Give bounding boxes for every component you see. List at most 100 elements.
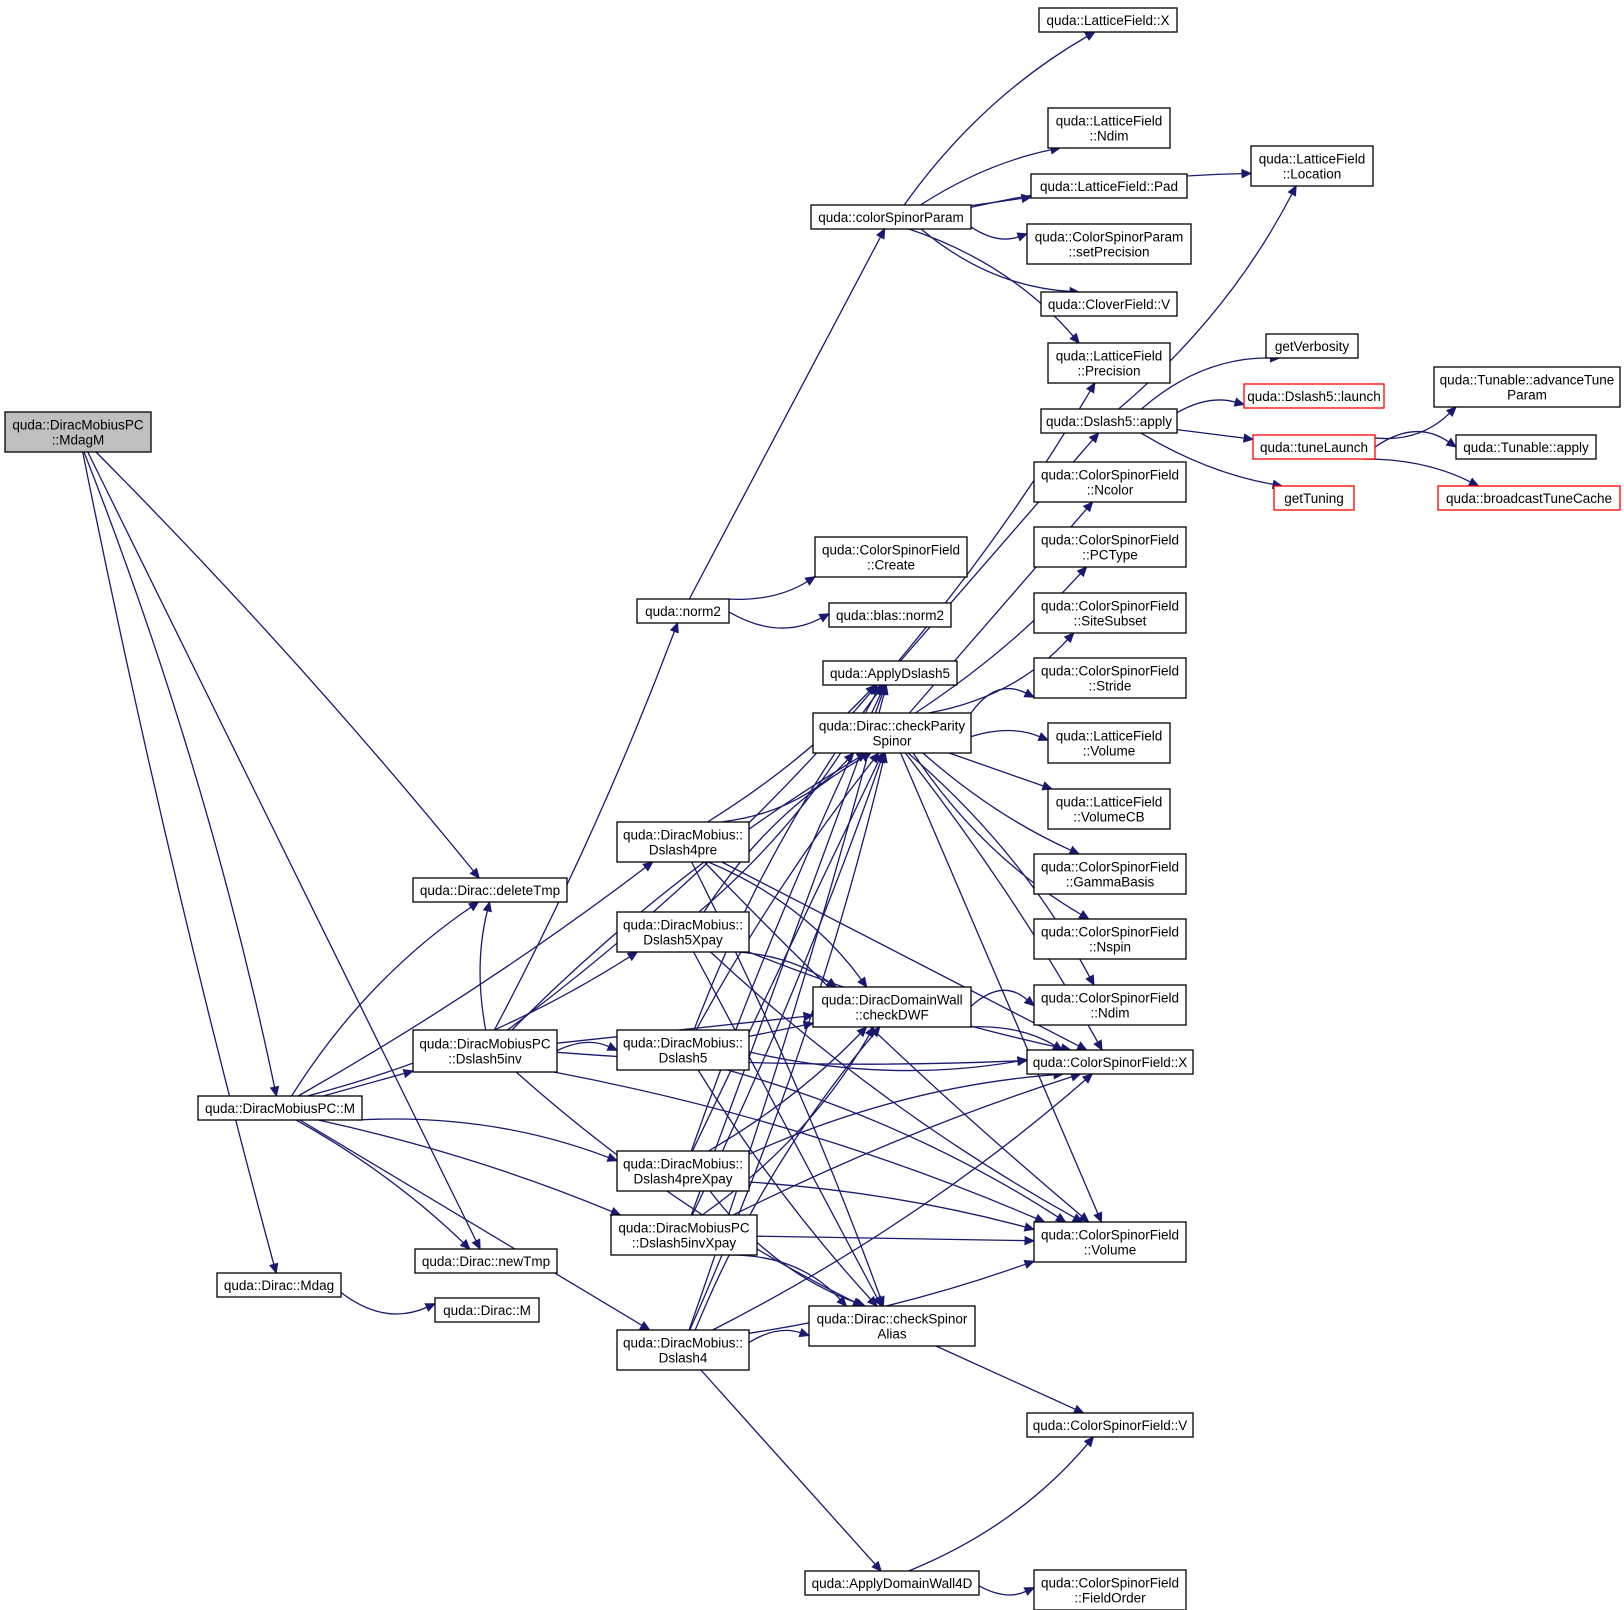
edge-pcM-to-d5xpay [307, 951, 639, 1097]
edge-csp-to-lfPad [970, 193, 1033, 207]
node-mdagm[interactable]: quda::DiracMobiusPC::MdagM [4, 411, 152, 453]
node-box [197, 1095, 363, 1121]
node-bcast[interactable]: quda::broadcastTuneCache [1437, 485, 1621, 511]
edge-d5-to-csfVolume [727, 1069, 1067, 1223]
node-label-line: quda::Dslash5::apply [1046, 414, 1172, 429]
node-d4[interactable]: quda::DiracMobius::Dslash4 [616, 1329, 750, 1371]
node-csfNdim[interactable]: quda::ColorSpinorField::Ndim [1033, 984, 1187, 1026]
node-tuneLaunch[interactable]: quda::tuneLaunch [1252, 434, 1376, 460]
node-label-line: Dslash5Xpay [643, 933, 723, 948]
node-cloverV[interactable]: quda::CloverField::V [1040, 291, 1178, 317]
node-csfStride[interactable]: quda::ColorSpinorField::Stride [1033, 657, 1187, 699]
node-lfLocation[interactable]: quda::LatticeField::Location [1250, 145, 1374, 187]
node-box [810, 204, 972, 230]
node-lfVolume[interactable]: quda::LatticeField::Volume [1047, 722, 1171, 764]
node-lfPrecision[interactable]: quda::LatticeField::Precision [1047, 342, 1171, 384]
node-label-line: quda::ApplyDomainWall4D [812, 1576, 973, 1591]
node-csfPCType[interactable]: quda::ColorSpinorField::PCType [1033, 526, 1187, 568]
edge-norm2-to-csfCreate [728, 576, 817, 600]
node-mdag[interactable]: quda::Dirac::Mdag [216, 1272, 342, 1298]
node-box [814, 536, 968, 578]
node-diracM[interactable]: quda::Dirac::M [434, 1297, 540, 1323]
node-label-line: quda::Dirac::M [443, 1303, 531, 1318]
node-label-line: getVerbosity [1275, 339, 1350, 354]
node-d5xpay[interactable]: quda::DiracMobius::Dslash5Xpay [616, 911, 750, 953]
edge-d5invxpay-to-checkAlias [729, 1254, 848, 1307]
node-csfVolume[interactable]: quda::ColorSpinorField::Volume [1033, 1221, 1187, 1263]
node-box [1243, 383, 1385, 409]
node-label-line: quda::DiracMobius:: [623, 1157, 743, 1172]
node-csfCreate[interactable]: quda::ColorSpinorField::Create [814, 536, 968, 578]
node-dslash5launch[interactable]: quda::Dslash5::launch [1243, 383, 1385, 409]
node-checkDWF[interactable]: quda::DiracDomainWall::checkDWF [812, 986, 972, 1028]
node-pcM[interactable]: quda::DiracMobiusPC::M [197, 1095, 363, 1121]
node-dslash5inv[interactable]: quda::DiracMobiusPC::Dslash5inv [412, 1029, 558, 1073]
node-csfSiteSubset[interactable]: quda::ColorSpinorField::SiteSubset [1033, 592, 1187, 634]
node-d4pre[interactable]: quda::DiracMobius::Dslash4pre [616, 821, 750, 863]
node-box [1026, 1412, 1194, 1438]
node-lfNdim[interactable]: quda::LatticeField::Ndim [1047, 107, 1171, 149]
node-box [1455, 434, 1597, 460]
edge-norm2-to-csp [688, 227, 886, 600]
node-dslash5apply[interactable]: quda::Dslash5::apply [1040, 408, 1178, 434]
edge-dslash5inv-to-d5 [556, 1041, 619, 1052]
node-label-line: quda::Dirac::deleteTmp [420, 883, 560, 898]
node-csfNcolor[interactable]: quda::ColorSpinorField::Ncolor [1033, 461, 1187, 503]
node-label-line: ::SiteSubset [1074, 614, 1147, 629]
node-label-line: Dslash4pre [649, 843, 717, 858]
node-label-line: ::FieldOrder [1074, 1591, 1146, 1606]
node-getVerbosity[interactable]: getVerbosity [1265, 333, 1359, 359]
node-d5[interactable]: quda::DiracMobius::Dslash5 [616, 1029, 750, 1071]
node-csfV[interactable]: quda::ColorSpinorField::V [1026, 1412, 1194, 1438]
node-blasNorm2[interactable]: quda::blas::norm2 [828, 602, 952, 628]
node-csfFieldOrder[interactable]: quda::ColorSpinorField::FieldOrder [1033, 1569, 1187, 1610]
node-label-line: ::Ncolor [1087, 483, 1134, 498]
node-label-line: quda::ColorSpinorField [1041, 925, 1179, 940]
edge-mdagm-to-mdag [82, 451, 279, 1275]
node-deleteTmp[interactable]: quda::Dirac::deleteTmp [412, 877, 568, 903]
node-label-line: quda::ApplyDslash5 [830, 666, 950, 681]
node-label-line: quda::LatticeField [1056, 795, 1163, 810]
node-box [1047, 342, 1171, 384]
node-lfVolumeCB[interactable]: quda::LatticeField::VolumeCB [1047, 788, 1171, 830]
edge-d5-to-checkDWF [748, 1020, 815, 1038]
edge-checkAlias-to-csfV [935, 1345, 1085, 1414]
node-csfNspin[interactable]: quda::ColorSpinorField::Nspin [1033, 918, 1187, 960]
node-applyDslash5[interactable]: quda::ApplyDslash5 [822, 660, 958, 686]
edge-d4prexpay-to-csfX [748, 1069, 1065, 1155]
node-box [1033, 853, 1187, 895]
node-label-line: quda::ColorSpinorParam [1035, 230, 1184, 245]
node-applyDW4D[interactable]: quda::ApplyDomainWall4D [804, 1570, 980, 1596]
node-tunApply[interactable]: quda::Tunable::apply [1455, 434, 1597, 460]
edge-dslash5inv-to-deleteTmp [479, 900, 492, 1031]
node-box [1047, 722, 1171, 764]
node-label-line: quda::DiracMobiusPC [618, 1221, 750, 1236]
node-lfX[interactable]: quda::LatticeField::X [1038, 7, 1178, 33]
node-label-line: quda::LatticeField [1056, 114, 1163, 129]
node-cspSetPrec[interactable]: quda::ColorSpinorParam::setPrecision [1026, 223, 1192, 265]
edge-csp-to-cspSetPrec [970, 226, 1029, 242]
node-d5invxpay[interactable]: quda::DiracMobiusPC::Dslash5invXpay [610, 1214, 758, 1256]
node-label-line: Spinor [872, 734, 912, 749]
node-label-line: quda::ColorSpinorField [1041, 533, 1179, 548]
edge-pcM-to-d5invxpay [318, 1119, 622, 1216]
node-getTuning[interactable]: getTuning [1273, 485, 1355, 511]
node-label-line: quda::DiracMobiusPC [419, 1037, 551, 1052]
node-label-line: getTuning [1284, 491, 1344, 506]
node-lfPad[interactable]: quda::LatticeField::Pad [1030, 173, 1188, 199]
edge-d5-to-checkAlias [697, 1069, 878, 1307]
node-label-line: quda::DiracMobius:: [623, 918, 743, 933]
node-box [414, 1248, 558, 1274]
node-d4prexpay[interactable]: quda::DiracMobius::Dslash4preXpay [616, 1150, 750, 1192]
node-csfGamma[interactable]: quda::ColorSpinorField::GammaBasis [1033, 853, 1187, 895]
node-label-line: quda::ColorSpinorField [822, 543, 960, 558]
node-norm2[interactable]: quda::norm2 [636, 598, 730, 624]
node-label-line: ::Ndim [1090, 1006, 1129, 1021]
edge-mdagm-to-deleteTmp [95, 451, 480, 879]
node-csfX[interactable]: quda::ColorSpinorField::X [1026, 1049, 1194, 1075]
node-newTmp[interactable]: quda::Dirac::newTmp [414, 1248, 558, 1274]
node-csp[interactable]: quda::colorSpinorParam [810, 204, 972, 230]
